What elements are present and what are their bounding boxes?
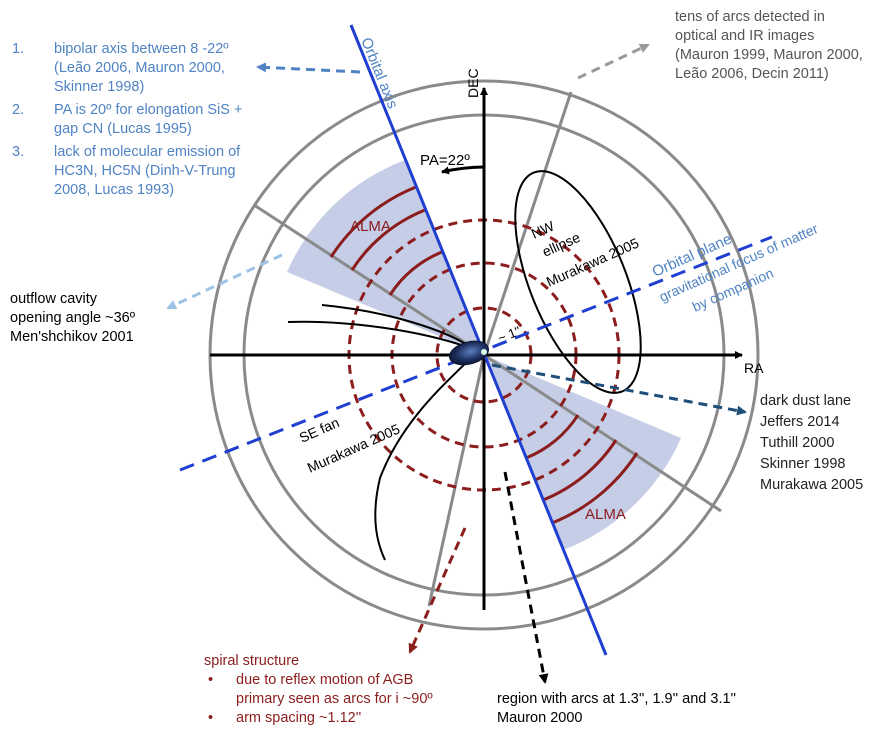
arrow-arcs-detected xyxy=(577,43,650,80)
gray-sector-line-ne xyxy=(482,91,573,356)
alma-top-label: ALMA xyxy=(350,218,391,235)
note-line: 2008, Lucas 1993) xyxy=(54,182,175,198)
pa-label: PA=22º xyxy=(420,152,470,169)
arrow-region-arcs xyxy=(503,471,549,684)
arrow-bipolar xyxy=(256,62,361,74)
region-arcs-note: region with arcs at 1.3'', 1.9'' and 3.1… xyxy=(497,690,736,728)
note-line: HC3N, HC5N (Dinh-V-Trung xyxy=(54,163,236,179)
note-line: outflow cavity xyxy=(10,291,98,307)
note-line: optical and IR images xyxy=(675,28,815,44)
note-number: 2. xyxy=(12,102,25,118)
note-item-3: 3. lack of molecular emission of HC3N, HC… xyxy=(12,143,242,200)
note-line: due to reflex motion of AGB xyxy=(236,672,414,688)
alma-wedge-top xyxy=(287,160,484,355)
note-line: Leão 2006, Decin 2011) xyxy=(675,66,829,82)
arrow-outflow xyxy=(166,253,283,310)
note-line: lack of molecular emission of xyxy=(54,144,241,160)
note-line: Men'shchikov 2001 xyxy=(10,329,134,345)
alma-arcs xyxy=(329,185,639,525)
note-line: (Mauron 1999, Mauron 2000, xyxy=(675,47,863,63)
dust-lane-note: dark dust lane Jeffers 2014 Tuthill 2000… xyxy=(760,391,863,496)
note-line: Skinner 1998 xyxy=(760,456,846,472)
list-item: arm spacing ~1.12'' xyxy=(204,709,433,728)
se-fan-curve-upper xyxy=(287,320,471,349)
note-item-1: 1. bipolar axis between 8 -22º (Leão 2006… xyxy=(12,40,242,97)
se-fan-label-1: SE fan xyxy=(297,414,342,446)
bipolar-notes: 1. bipolar axis between 8 -22º (Leão 2006… xyxy=(12,40,242,200)
dec-label: DEC xyxy=(465,68,481,98)
gray-sector-line-nw xyxy=(253,203,485,357)
note-line: Murakawa 2005 xyxy=(760,477,864,493)
spiral-bullets: due to reflex motion of AGB primary seen… xyxy=(204,671,433,728)
se-fan-curve xyxy=(321,304,478,561)
note-line: Skinner 1998) xyxy=(54,79,145,95)
note-line: arm spacing ~1.12'' xyxy=(236,710,362,726)
note-line: bipolar axis between 8 -22º xyxy=(54,41,229,57)
ra-label: RA xyxy=(744,360,764,376)
pa-arc xyxy=(441,165,485,175)
note-line: Tuthill 2000 xyxy=(760,435,835,451)
companion-dot xyxy=(481,349,487,355)
note-number: 1. xyxy=(12,41,25,57)
spiral-note: spiral structure due to reflex motion of… xyxy=(204,652,433,728)
note-line: primary seen as arcs for i ~90º xyxy=(236,691,433,707)
nw-ellipse xyxy=(514,170,642,394)
note-line: gap CN (Lucas 1995) xyxy=(54,121,192,137)
alma-wedge-bottom xyxy=(484,355,681,550)
arrow-spiral xyxy=(408,527,467,654)
note-number: 3. xyxy=(12,144,25,160)
note-line: PA is 20º for elongation SiS + xyxy=(54,102,243,118)
arrow-dust-lane xyxy=(491,363,747,416)
note-line: region with arcs at 1.3'', 1.9'' and 3.1… xyxy=(497,691,737,707)
note-line: (Leão 2006, Mauron 2000, xyxy=(54,60,225,76)
orbital-axis-line xyxy=(349,24,608,656)
gray-sector-line-se xyxy=(483,353,722,513)
note-line: Jeffers 2014 xyxy=(760,414,840,430)
note-line: dark dust lane xyxy=(760,393,852,409)
alma-bottom-label: ALMA xyxy=(585,506,626,523)
spiral-title: spiral structure xyxy=(204,653,300,669)
outflow-note: outflow cavity opening angle ~36º Men'sh… xyxy=(10,290,135,347)
arcs-detected-note: tens of arcs detected in optical and IR … xyxy=(675,8,863,84)
orbital-axis-label: Orbital axis xyxy=(357,35,401,111)
gray-sector-line-sw xyxy=(427,354,486,607)
note-line: opening angle ~36º xyxy=(10,310,136,326)
note-line: tens of arcs detected in xyxy=(675,9,825,25)
note-line: Mauron 2000 xyxy=(497,710,583,726)
list-item: due to reflex motion of AGB primary seen… xyxy=(204,671,433,709)
scale-label: ~ 1'' xyxy=(496,323,523,346)
note-item-2: 2. PA is 20º for elongation SiS + gap CN … xyxy=(12,101,242,139)
central-star xyxy=(448,340,490,366)
